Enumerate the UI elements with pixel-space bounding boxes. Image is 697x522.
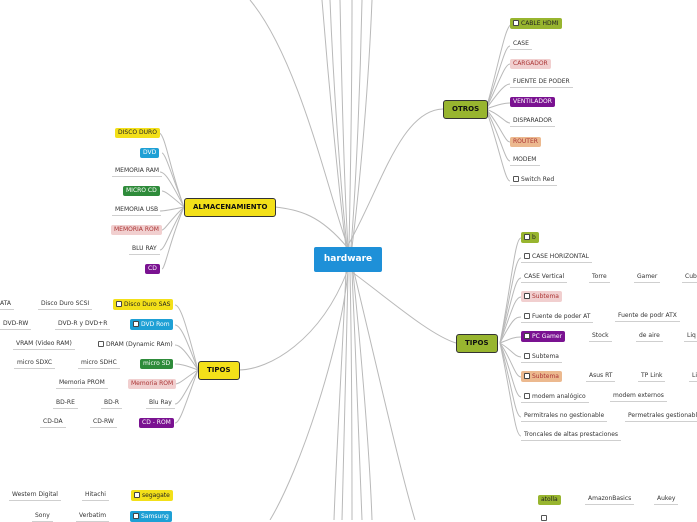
tipos-left-item[interactable]: CD-RW	[90, 419, 117, 428]
checkbox-icon[interactable]	[524, 293, 530, 299]
tipos-left-item[interactable]: ATA	[0, 301, 14, 310]
checkbox-icon[interactable]	[524, 373, 530, 379]
almacenamiento-item[interactable]: MEMORIA ROM	[111, 225, 162, 235]
tipos-right-tag[interactable]: Subtema	[521, 371, 562, 382]
tipos-right-tag[interactable]: Subtema	[521, 291, 562, 302]
bottom-left-item[interactable]: Hitachi	[82, 492, 109, 501]
checkbox-icon[interactable]	[133, 513, 139, 519]
otros-item[interactable]: DISPARADOR	[510, 118, 556, 127]
otros-item[interactable]: CABLE HDMI	[510, 18, 562, 29]
tipos-right-item[interactable]: Cub	[682, 274, 697, 283]
tipos-right-item[interactable]: Permetrales gestionables	[625, 413, 697, 422]
tipos-right-tag[interactable]: Fuente de poder AT	[521, 313, 594, 323]
tipos-left-item[interactable]: DVD-RW	[0, 321, 32, 330]
tipos-right-item[interactable]: de aire	[636, 333, 663, 342]
tipos-left-item[interactable]: VRAM (Video RAM)	[13, 341, 75, 350]
bottom-right-partial-checkbox[interactable]	[541, 515, 549, 522]
branch-almacenamiento[interactable]: ALMACENAMIENTO	[184, 198, 277, 217]
bottom-left-tag[interactable]: Samsung	[130, 511, 172, 522]
checkbox-icon[interactable]	[524, 393, 530, 399]
almacenamiento-item[interactable]: DISCO DURO	[115, 128, 160, 138]
tipos-left-tag[interactable]: Memoria ROM	[128, 379, 177, 389]
otros-item[interactable]: FUENTE DE PODER	[510, 79, 573, 88]
tipos-right-item[interactable]: Torre	[589, 274, 610, 283]
otros-item[interactable]: CARGADOR	[510, 59, 551, 69]
checkbox-icon[interactable]	[524, 333, 530, 339]
checkbox-icon[interactable]	[116, 301, 122, 307]
almacenamiento-item[interactable]: MEMORIA USB	[112, 207, 162, 216]
checkbox-icon[interactable]	[524, 234, 530, 240]
checkbox-icon[interactable]	[513, 176, 519, 182]
tipos-right-tag[interactable]: CASE HORIZONTAL	[521, 253, 592, 263]
tipos-right-tag[interactable]: Subtema	[521, 353, 562, 363]
bottom-left-item[interactable]: Verbatim	[76, 513, 110, 522]
tipos-left-tag[interactable]: CD - ROM	[139, 418, 174, 428]
bottom-left-item[interactable]: Sony	[32, 513, 53, 522]
bottom-right-item[interactable]: AmazonBasics	[585, 496, 635, 505]
checkbox-icon[interactable]	[98, 341, 104, 347]
tipos-left-tag[interactable]: micro SD	[140, 359, 174, 369]
branch-tipos-left[interactable]: TIPOS	[198, 361, 240, 380]
tipos-left-item[interactable]: Memoria PROM	[56, 380, 108, 389]
tipos-right-item[interactable]: modem externos	[610, 393, 667, 402]
tipos-right-tag[interactable]: b	[521, 232, 539, 243]
otros-item[interactable]: MODEM	[510, 157, 540, 166]
otros-item[interactable]: CASE	[510, 41, 532, 50]
tipos-right-item[interactable]: Gamer	[634, 274, 661, 283]
branch-otros[interactable]: OTROS	[443, 100, 489, 119]
checkbox-icon[interactable]	[513, 20, 519, 26]
tipos-left-tag[interactable]: Blu Ray	[146, 400, 175, 409]
tipos-right-item[interactable]: Stock	[589, 333, 612, 342]
checkbox-icon[interactable]	[133, 321, 139, 327]
checkbox-icon[interactable]	[541, 515, 547, 521]
checkbox-icon[interactable]	[524, 313, 530, 319]
tipos-right-tag[interactable]: PC Gamer	[521, 331, 566, 342]
tipos-right-tag[interactable]: modem analógico	[521, 393, 589, 403]
tipos-right-tag[interactable]: CASE Vertical	[521, 274, 568, 283]
tipos-right-item[interactable]: Fuente de podr ATX	[615, 313, 680, 322]
almacenamiento-item[interactable]: CD	[145, 264, 160, 274]
bottom-right-tag[interactable]: atolla	[538, 495, 561, 505]
otros-item[interactable]: VENTILADOR	[510, 97, 555, 107]
bottom-left-tag[interactable]: segagate	[131, 490, 173, 501]
branch-tipos-right[interactable]: TIPOS	[456, 334, 498, 353]
bottom-right-item[interactable]: Aukey	[654, 496, 679, 505]
tipos-left-tag[interactable]: Disco Duro SAS	[113, 299, 174, 310]
tipos-left-tag[interactable]: DVD Rom	[130, 319, 173, 330]
tipos-right-item[interactable]: Liq	[684, 333, 697, 342]
tipos-right-tag[interactable]: Troncales de altas prestaciones	[521, 432, 622, 441]
tipos-left-item[interactable]: BD-R	[101, 400, 123, 409]
tipos-left-tag[interactable]: DRAM (Dynamic RAm)	[98, 341, 173, 348]
checkbox-icon[interactable]	[134, 492, 140, 498]
tipos-left-item[interactable]: Disco Duro SCSI	[38, 301, 93, 310]
tipos-right-item[interactable]: TP Link	[638, 373, 666, 382]
tipos-left-item[interactable]: CD-DA	[40, 419, 66, 428]
otros-item[interactable]: Switch Red	[510, 176, 558, 186]
bottom-left-item[interactable]: Western Digital	[9, 492, 61, 501]
tipos-right-tag[interactable]: Permitrales no gestionable	[521, 413, 608, 422]
tipos-right-item[interactable]: Li	[689, 373, 697, 382]
tipos-left-item[interactable]: DVD-R y DVD+R	[55, 321, 111, 330]
almacenamiento-item[interactable]: BLU RAY	[129, 246, 160, 255]
root-node[interactable]: hardware	[314, 247, 382, 272]
tipos-left-item[interactable]: micro SDHC	[78, 360, 120, 369]
tipos-right-item[interactable]: Asus RT	[586, 373, 616, 382]
checkbox-icon[interactable]	[524, 253, 530, 259]
tipos-left-item[interactable]: micro SDXC	[14, 360, 56, 369]
almacenamiento-item[interactable]: MICRO CD	[123, 186, 160, 196]
checkbox-icon[interactable]	[524, 353, 530, 359]
almacenamiento-item[interactable]: MEMORIA RAM	[112, 168, 163, 177]
tipos-left-item[interactable]: BD-RE	[53, 400, 78, 409]
otros-item[interactable]: ROUTER	[510, 137, 541, 147]
almacenamiento-item[interactable]: DVD	[140, 148, 160, 158]
